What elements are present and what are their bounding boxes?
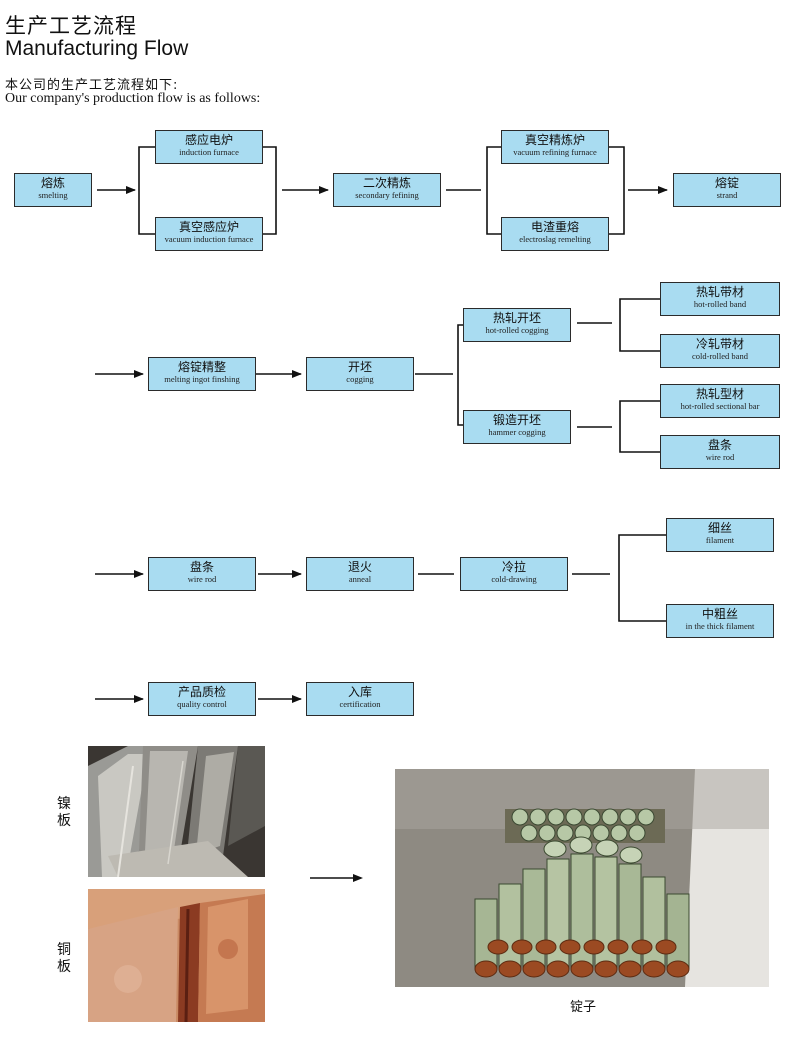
label-cn: 熔炼 [40, 176, 65, 190]
box-smelting: 熔炼 smelting [14, 173, 92, 207]
ingot-caption: 锭子 [570, 1000, 597, 1015]
label-cn: 真空精炼炉 [524, 133, 585, 147]
page-title-cn: 生产工艺流程 [5, 14, 137, 38]
copper-plate-label: 铜板 [57, 942, 71, 975]
bracket-sectional-wire [619, 400, 660, 453]
label-cn: 热轧带材 [695, 285, 744, 299]
flow-connectors [95, 146, 668, 703]
box-vacuum-refining-furnace: 真空精炼炉 vacuum refining furnace [501, 130, 609, 164]
nickel-plate-photo [88, 746, 265, 877]
label-cn: 退火 [347, 560, 372, 574]
intro-text-cn: 本公司的生产工艺流程如下: [5, 78, 179, 93]
box-hot-rolled-cogging: 热轧开坯 hot-rolled cogging [463, 308, 571, 342]
label-en: cogging [346, 373, 374, 384]
nickel-plate-label: 镍板 [57, 796, 71, 829]
label-cn: 熔锭 [714, 176, 739, 190]
label-en: in the thick filament [685, 620, 755, 631]
label-en: smelting [38, 189, 68, 200]
label-cn: 产品质检 [177, 685, 226, 699]
label-cn: 熔锭精整 [177, 360, 226, 374]
label-en: vacuum induction furnace [164, 233, 254, 244]
box-quality-control: 产品质检 quality control [148, 682, 256, 716]
label-en: filament [705, 534, 735, 545]
box-cold-rolled-band: 冷轧带材 cold-rolled band [660, 334, 780, 368]
label-cn: 盘条 [707, 438, 732, 452]
bracket-cogging [457, 324, 463, 426]
label-en: vacuum refining furnace [513, 146, 597, 157]
label-en: wire rod [187, 573, 217, 584]
label-cn: 中粗丝 [701, 607, 738, 621]
label-cn: 冷拉 [501, 560, 526, 574]
label-en: anneal [348, 573, 372, 584]
label-cn: 盘条 [189, 560, 214, 574]
label-cn: 入库 [347, 685, 372, 699]
box-filament: 细丝 filament [666, 518, 774, 552]
box-electroslag-remelting: 电渣重熔 electroslag remelting [501, 217, 609, 251]
box-wire-rod-2: 盘条 wire rod [148, 557, 256, 591]
label-en: hot-rolled sectional bar [680, 400, 760, 411]
label-cn: 二次精炼 [362, 176, 411, 190]
intro-text-en: Our company's production flow is as foll… [5, 91, 261, 106]
bracket-refining-right [609, 146, 625, 235]
box-anneal: 退火 anneal [306, 557, 414, 591]
label-en: hot-rolled band [693, 298, 747, 309]
label-en: cold-drawing [491, 573, 537, 584]
label-en: secondary fefining [355, 189, 419, 200]
label-en: electroslag remelting [519, 233, 591, 244]
label-en: quality control [177, 698, 227, 709]
bracket-furnace-left [138, 146, 155, 235]
bracket-refining-left [486, 146, 501, 235]
arrow-head [353, 874, 363, 882]
ingot-photo [395, 769, 769, 987]
label-en: hammer cogging [488, 426, 546, 437]
box-thick-filament: 中粗丝 in the thick filament [666, 604, 774, 638]
label-en: wire rod [705, 451, 735, 462]
box-certification: 入库 certification [306, 682, 414, 716]
label-cn: 热轧型材 [695, 387, 744, 401]
bracket-furnace-right [263, 146, 277, 235]
box-hammer-cogging: 锻造开坯 hammer cogging [463, 410, 571, 444]
box-hot-rolled-sectional-bar: 热轧型材 hot-rolled sectional bar [660, 384, 780, 418]
bracket-bands [619, 298, 660, 352]
label-cn: 感应电炉 [184, 133, 233, 147]
label-en: melting ingot finshing [164, 373, 240, 384]
label-cn: 锻造开坯 [492, 413, 541, 427]
label-en: strand [716, 189, 738, 200]
label-cn: 电渣重熔 [530, 220, 579, 234]
page-title-en: Manufacturing Flow [5, 37, 189, 60]
label-en: certification [339, 698, 381, 709]
box-secondary-refining: 二次精炼 secondary fefining [333, 173, 441, 207]
bracket-filaments [618, 534, 666, 622]
label-en: hot-rolled cogging [485, 324, 549, 335]
label-en: induction furnace [179, 146, 239, 157]
copper-plate-photo [88, 889, 265, 1022]
label-cn: 热轧开坯 [492, 311, 541, 325]
label-en: cold-rolled band [692, 350, 748, 361]
box-ingot-finishing: 熔锭精整 melting ingot finshing [148, 357, 256, 391]
box-hot-rolled-band: 热轧带材 hot-rolled band [660, 282, 780, 316]
label-cn: 开坯 [347, 360, 372, 374]
box-cogging: 开坯 cogging [306, 357, 414, 391]
label-cn: 真空感应炉 [178, 220, 239, 234]
box-vacuum-induction-furnace: 真空感应炉 vacuum induction furnace [155, 217, 263, 251]
box-wire-rod-1: 盘条 wire rod [660, 435, 780, 469]
box-strand: 熔锭 strand [673, 173, 781, 207]
box-induction-furnace: 感应电炉 induction furnace [155, 130, 263, 164]
label-cn: 冷轧带材 [695, 337, 744, 351]
label-cn: 细丝 [707, 521, 732, 535]
box-cold-drawing: 冷拉 cold-drawing [460, 557, 568, 591]
